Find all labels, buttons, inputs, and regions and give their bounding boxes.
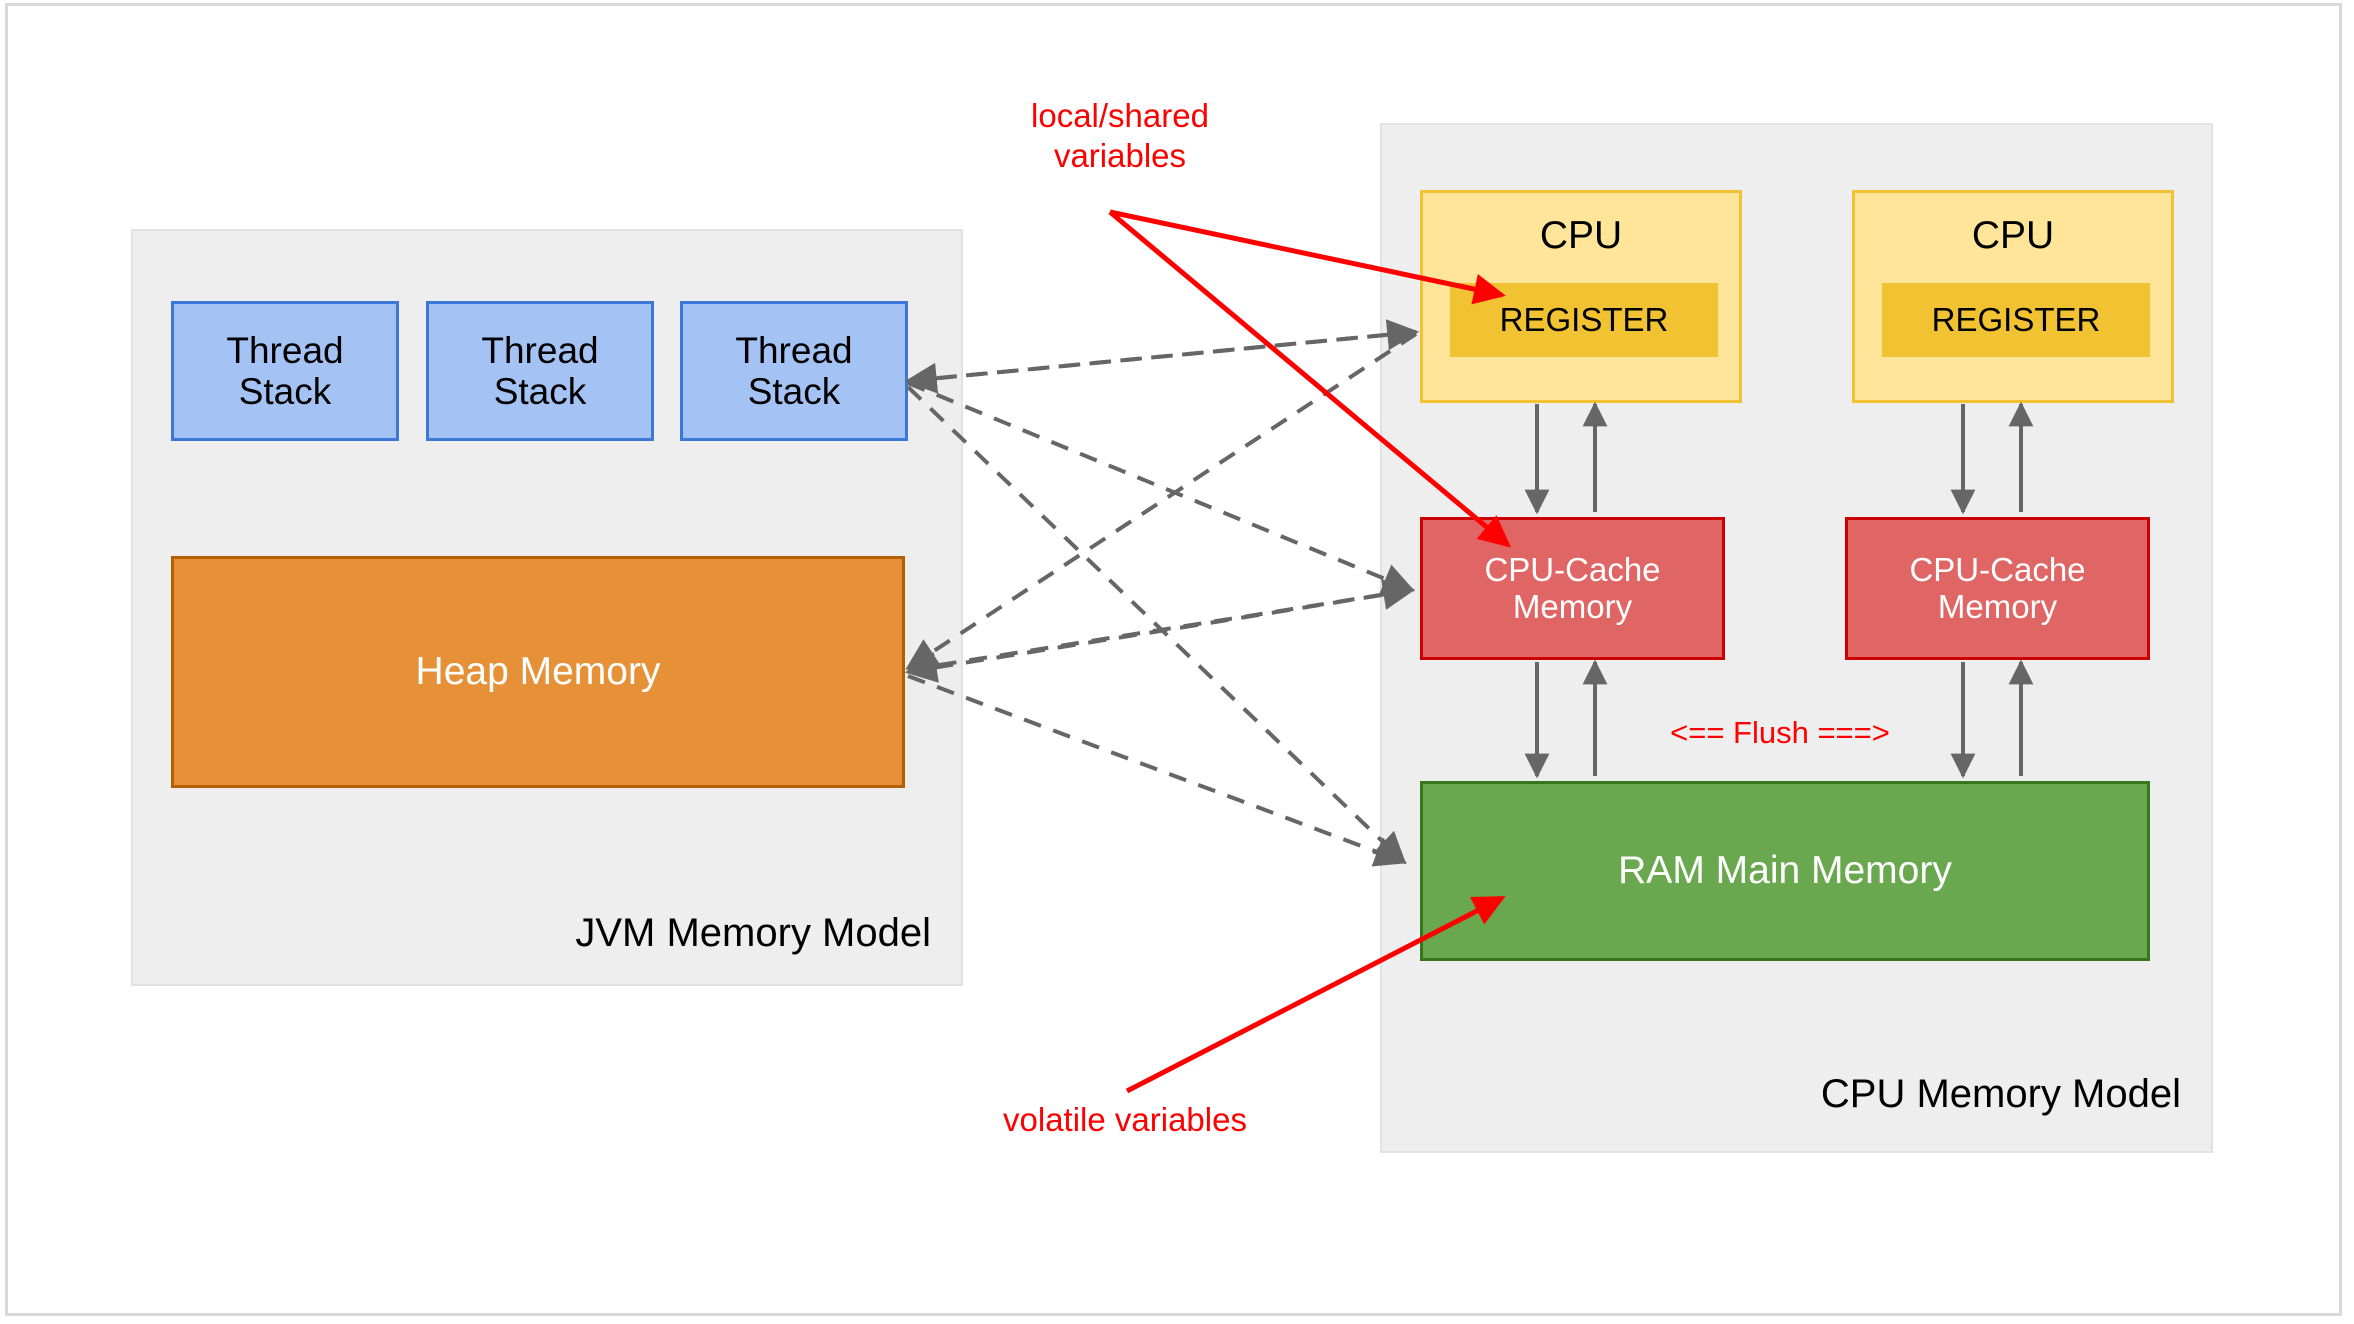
cpu-label-1: CPU bbox=[1539, 214, 1623, 257]
cpu-box-1[interactable]: CPU REGISTER bbox=[1420, 190, 1742, 403]
register-box-1[interactable]: REGISTER bbox=[1450, 283, 1718, 357]
heap-memory-box[interactable]: Heap Memory bbox=[171, 556, 905, 788]
cpu-box-2[interactable]: CPU REGISTER bbox=[1852, 190, 2174, 403]
thread-stack-box-2[interactable]: Thread Stack bbox=[426, 301, 654, 441]
annotation-volatile-variables: volatile variables bbox=[1003, 1101, 1247, 1138]
cpu-cache-memory-box-1[interactable]: CPU-Cache Memory bbox=[1420, 517, 1725, 660]
thread-stack-box-1[interactable]: Thread Stack bbox=[171, 301, 399, 441]
ram-main-memory-box[interactable]: RAM Main Memory bbox=[1420, 781, 2150, 961]
cpu-cache-memory-box-2[interactable]: CPU-Cache Memory bbox=[1845, 517, 2150, 660]
thread-stack-box-3[interactable]: Thread Stack bbox=[680, 301, 908, 441]
cpu-label-2: CPU bbox=[1971, 214, 2055, 257]
annotation-local-shared-variables: local/shared variables bbox=[1031, 97, 1209, 174]
cpu-panel-title: CPU Memory Model bbox=[1820, 1072, 2181, 1116]
annotation-flush-label: <== Flush ===> bbox=[1670, 715, 1890, 750]
jvm-panel-title: JVM Memory Model bbox=[575, 911, 931, 955]
register-box-2[interactable]: REGISTER bbox=[1882, 283, 2150, 357]
